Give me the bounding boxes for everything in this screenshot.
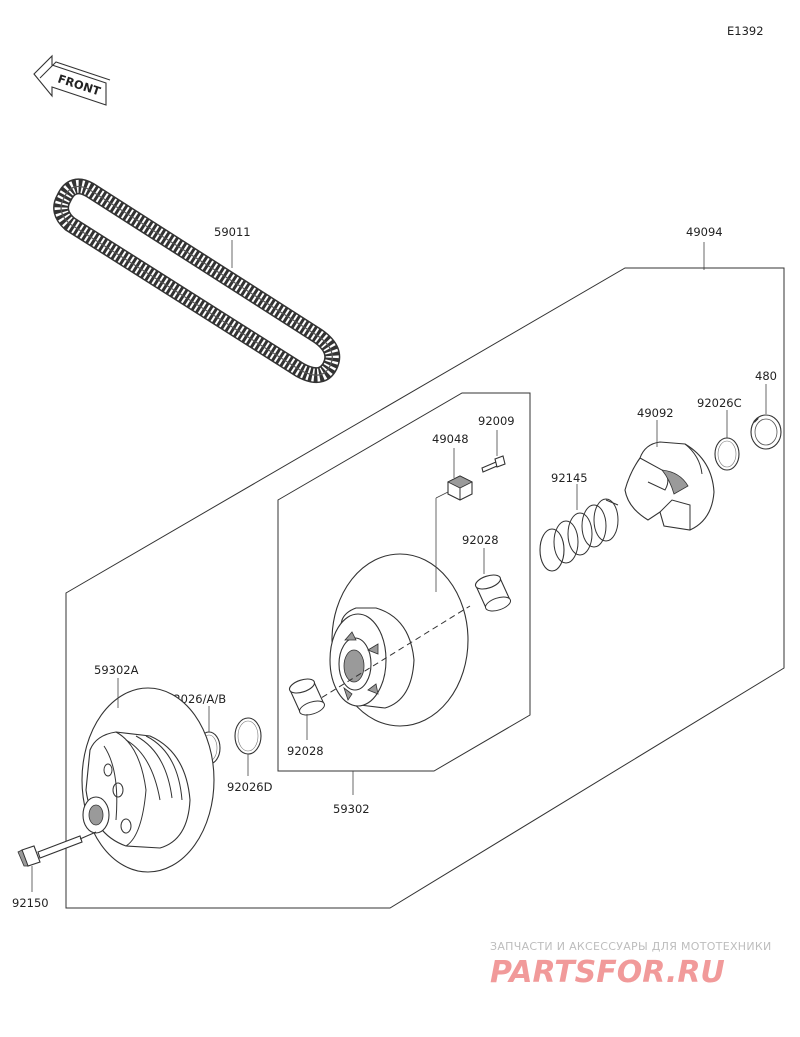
label-movable-sheave: 59302 bbox=[333, 802, 370, 816]
label-fixed-sheave: 59302A bbox=[94, 663, 139, 677]
bolt bbox=[17, 831, 97, 867]
label-circlip: 480 bbox=[755, 369, 777, 383]
small-bolt bbox=[481, 455, 506, 473]
diagram-code: E1392 bbox=[727, 24, 764, 38]
label-bolt: 92150 bbox=[12, 896, 49, 910]
bushing-upper bbox=[474, 574, 512, 612]
drive-belt bbox=[53, 178, 341, 384]
torque-cam bbox=[624, 441, 715, 531]
label-small-bolt: 92009 bbox=[478, 414, 515, 428]
movable-sheave bbox=[329, 553, 469, 727]
fixed-sheave bbox=[81, 687, 215, 873]
watermark-caption: ЗАПЧАСТИ И АКСЕССУАРЫ ДЛЯ МОТОТЕХНИКИ bbox=[490, 940, 772, 953]
label-belt: 59011 bbox=[214, 225, 251, 239]
washer-d bbox=[234, 717, 262, 755]
label-washer-c: 92026C bbox=[697, 396, 742, 410]
watermark-logo: PARTSFOR.RU bbox=[490, 955, 725, 990]
bushing-lower bbox=[288, 678, 326, 716]
washer-c bbox=[714, 437, 740, 471]
label-washer-d: 92026D bbox=[227, 780, 273, 794]
circlip bbox=[750, 414, 782, 450]
label-assembly: 49094 bbox=[686, 225, 723, 239]
label-bushing-upper: 92028 bbox=[462, 533, 499, 547]
label-bushing-lower: 92028 bbox=[287, 744, 324, 758]
spring bbox=[539, 498, 619, 572]
label-spring: 92145 bbox=[551, 471, 588, 485]
front-arrow-icon: FRONT bbox=[33, 54, 111, 106]
label-cam: 49092 bbox=[637, 406, 674, 420]
slider-weight bbox=[447, 475, 473, 501]
label-weight: 49048 bbox=[432, 432, 469, 446]
